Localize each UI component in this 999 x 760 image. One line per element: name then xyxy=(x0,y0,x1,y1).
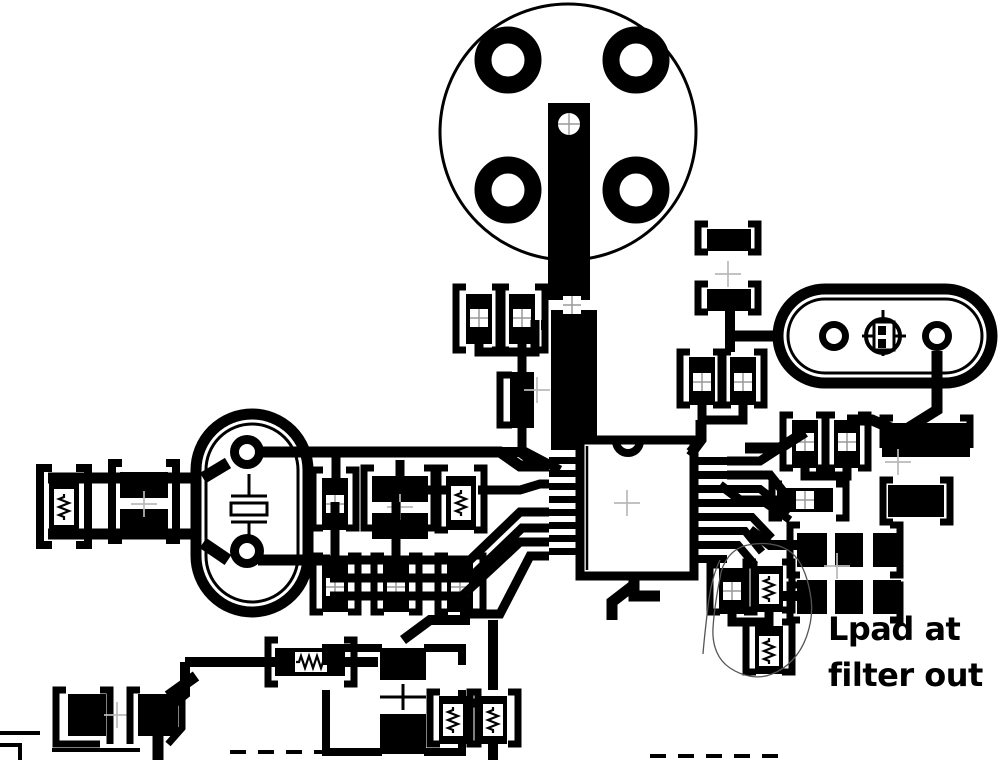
mounting-hole-bottom-left xyxy=(474,156,542,224)
capacitor-symbol-left xyxy=(229,474,269,544)
connector-right-obround xyxy=(772,283,998,435)
footprint-r-bigpad xyxy=(879,414,974,457)
bottom-left-pad-2 xyxy=(126,671,200,760)
bottom-resistor-v2 xyxy=(466,688,522,748)
dashed-silkscreen-line xyxy=(230,750,790,758)
ic-pins-left xyxy=(549,457,583,555)
resistor-footprint-left-edge xyxy=(36,464,92,549)
footprint-r2 xyxy=(434,464,488,534)
lpad-resistor-1 xyxy=(742,558,796,614)
footprint-top-c3 xyxy=(496,371,551,429)
traces-to-ic-left xyxy=(305,447,549,619)
footprint-tr-cap xyxy=(694,220,762,316)
mounting-hole-bottom-right xyxy=(602,156,670,224)
main-vertical-copper-trace xyxy=(548,103,597,450)
bottom-left-pad-1 xyxy=(52,686,114,748)
lpad-annotation-line2: filter out xyxy=(828,656,983,694)
footprint-r-d xyxy=(879,476,954,526)
ic-pins-right xyxy=(691,457,727,563)
pad-array-right-bottom xyxy=(786,552,904,624)
connector-left-obround xyxy=(190,408,314,618)
footprint-top-c2 xyxy=(495,283,549,354)
component-cluster-bottom-left xyxy=(0,671,200,760)
cap-polarity-mark xyxy=(380,684,426,710)
component-cluster-bottom-center xyxy=(161,615,522,760)
mounting-hole-top-right xyxy=(602,26,670,94)
bottom-electrolytic-cap xyxy=(322,615,470,756)
mounting-hole-top-left xyxy=(474,26,542,94)
lpad-component-group xyxy=(706,558,800,676)
traces-to-ic-right xyxy=(686,420,794,568)
footprint-tr-r2 xyxy=(717,348,768,409)
ic-bottom-traces xyxy=(606,576,660,620)
lpad-annotation-outline xyxy=(702,542,813,678)
component-cluster-above-ic xyxy=(452,283,563,474)
transistor-symbol-right xyxy=(862,310,906,356)
lpad-annotation-line1: Lpad at xyxy=(828,610,961,648)
main-ic-footprint xyxy=(549,435,727,581)
lpad-annotation-text: Lpad at filter out xyxy=(828,610,984,694)
capacitor-footprint-left-edge xyxy=(108,459,180,544)
